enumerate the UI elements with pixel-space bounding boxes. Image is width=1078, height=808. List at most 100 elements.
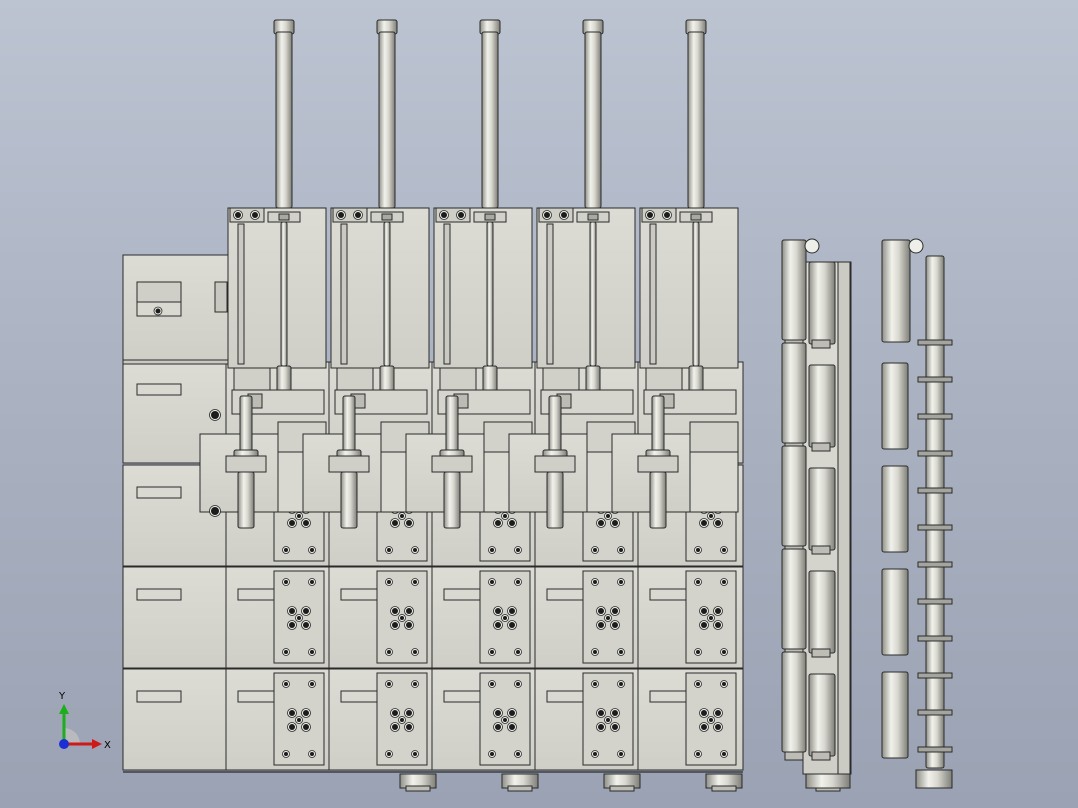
spindle-flange [328, 455, 370, 473]
triad-quadrant [64, 728, 80, 744]
pattern-hole [289, 520, 295, 526]
center-hole [606, 718, 610, 722]
bolt-hole [490, 752, 494, 756]
foot-base [507, 785, 533, 792]
pattern-hole [701, 724, 707, 730]
bolt-hole [516, 580, 520, 584]
bolt-hole [284, 682, 288, 686]
pattern-hole [715, 520, 721, 526]
cabinet-latch [214, 281, 228, 313]
cabinet-handle [136, 281, 182, 303]
bolt-hole [490, 650, 494, 654]
spindle-lower [340, 471, 358, 529]
pattern-hole [406, 622, 412, 628]
bolt-hole [722, 548, 726, 552]
pattern-hole [392, 520, 398, 526]
rod-ring [917, 709, 953, 716]
side-cylinder-b [881, 465, 909, 553]
bolt-hole [696, 752, 700, 756]
lead-screw [589, 221, 597, 367]
spindle-upper [548, 395, 562, 455]
foot-base [711, 785, 737, 792]
pattern-hole [289, 724, 295, 730]
bolt-hole [593, 580, 597, 584]
center-hole [297, 616, 301, 620]
side-cylinder-a2 [808, 467, 836, 551]
pattern-hole [289, 710, 295, 716]
bolt-hole [387, 580, 391, 584]
cylinder-cap [811, 648, 831, 658]
cylinder-cap [811, 545, 831, 555]
pattern-hole [406, 724, 412, 730]
row-label-slot [136, 383, 182, 396]
actuator-rod [687, 31, 705, 209]
rod-ring [917, 339, 953, 346]
pattern-hole [715, 622, 721, 628]
bolt-hole [722, 580, 726, 584]
bolt-hole [387, 752, 391, 756]
spindle-upper [651, 395, 665, 455]
slide-block [233, 367, 271, 391]
side-cylinder-a1 [781, 651, 807, 753]
guide-rail [546, 223, 554, 365]
clamp-hole [561, 212, 567, 218]
x-axis-label: X [104, 740, 111, 751]
plate-row [122, 668, 744, 771]
pattern-hole [495, 520, 501, 526]
pattern-hole [612, 724, 618, 730]
pattern-hole [612, 710, 618, 716]
pattern-hole [701, 608, 707, 614]
pattern-hole [715, 608, 721, 614]
pattern-hole [392, 710, 398, 716]
bolt-hole [619, 580, 623, 584]
actuator-rod [275, 31, 293, 209]
spindle-lower [649, 471, 667, 529]
side-foot-b [915, 769, 953, 789]
guide-rail [443, 223, 451, 365]
bolt-hole [413, 580, 417, 584]
side-cylinder-a2 [808, 673, 836, 757]
pattern-hole [701, 520, 707, 526]
rod-ring [917, 450, 953, 457]
bolt-hole [722, 752, 726, 756]
z-axis-dot [59, 739, 69, 749]
clamp-hole [647, 212, 653, 218]
bolt-hole [516, 752, 520, 756]
y-axis-head [59, 704, 69, 714]
side-cylinder-a1 [781, 548, 807, 650]
bolt-hole [387, 682, 391, 686]
center-hole [400, 616, 404, 620]
center-hole [503, 616, 507, 620]
clamp-hole [338, 212, 344, 218]
clamp-hole [441, 212, 447, 218]
pattern-hole [701, 622, 707, 628]
lead-screw [692, 221, 700, 367]
side-foot-a [805, 773, 851, 789]
pattern-hole [509, 710, 515, 716]
pattern-hole [598, 724, 604, 730]
foot-base [609, 785, 635, 792]
pattern-hole [612, 520, 618, 526]
rod-ring [917, 376, 953, 383]
pattern-hole [406, 520, 412, 526]
bolt-hole [619, 752, 623, 756]
center-hole [709, 616, 713, 620]
side-cylinder-b [881, 671, 909, 759]
axis-triad: Y X [58, 691, 111, 751]
rod-clamp-slot [690, 213, 702, 221]
pattern-hole [392, 724, 398, 730]
center-hole [709, 718, 713, 722]
bolt-hole [516, 548, 520, 552]
rod-ring [917, 561, 953, 568]
bolt-hole [696, 548, 700, 552]
pattern-hole [598, 710, 604, 716]
pattern-hole [289, 622, 295, 628]
pattern-hole [495, 710, 501, 716]
lead-screw [486, 221, 494, 367]
bolt-hole [516, 650, 520, 654]
side-cylinder-a2 [808, 364, 836, 448]
bolt-hole [619, 682, 623, 686]
center-hole [709, 514, 713, 518]
center-hole [503, 718, 507, 722]
